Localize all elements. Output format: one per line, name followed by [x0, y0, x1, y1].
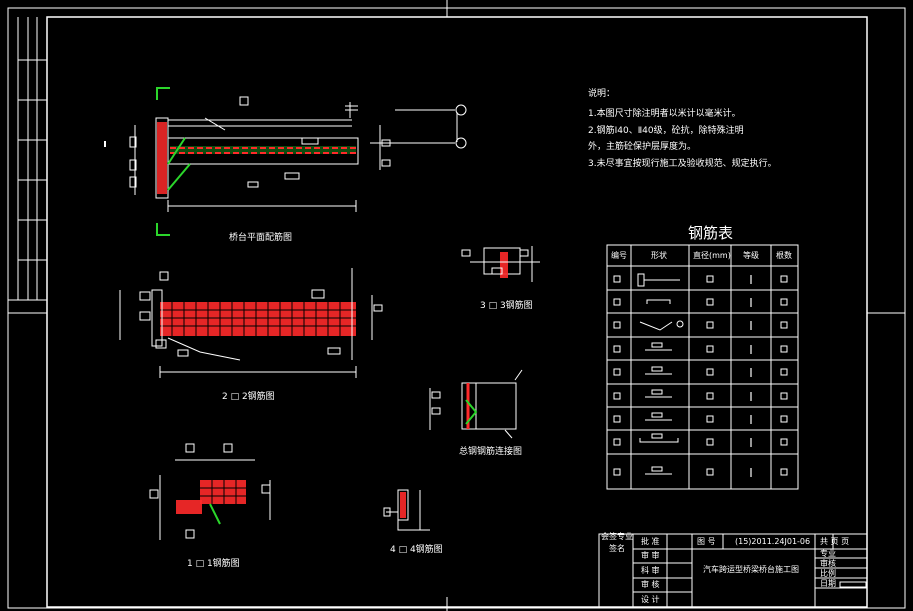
- title-block-sheet: 共 页 页: [820, 537, 850, 546]
- plan-view: [104, 87, 467, 236]
- caption-plan: 桥台平面配筋图: [229, 233, 293, 243]
- section-2-2: [119, 268, 383, 378]
- caption-connection-detail: 总钢钢筋连接图: [459, 447, 523, 457]
- section-3-3: [461, 246, 540, 282]
- title-block-drawing-title: 汽车跨运型桥梁桥台施工图: [703, 565, 799, 574]
- notes-line-2: 2.钢筋Ⅰ40、Ⅱ40级，砼抗，除特殊注明: [588, 126, 744, 136]
- left-signature-strip: [8, 17, 47, 301]
- title-block-design: 设 计: [641, 595, 660, 604]
- rebar-table: [606, 244, 799, 490]
- section-4-4: [383, 489, 430, 531]
- outer-frame: [7, 7, 906, 609]
- notes-line-4: 3.未尽事宜按现行施工及验收规范、规定执行。: [588, 159, 777, 169]
- rebar-table-header-shape: 形状: [651, 251, 667, 260]
- notes-heading: 说明：: [588, 89, 616, 99]
- title-block: [598, 533, 868, 608]
- title-block-side-label-2: 签名: [609, 544, 625, 553]
- title-block-check: 科 审: [641, 566, 660, 575]
- title-block-approve: 批 准: [641, 537, 660, 546]
- caption-section-2-2: 2 □ 2钢筋图: [222, 392, 275, 402]
- section-1-1: [149, 443, 271, 540]
- title-block-review: 审 审: [641, 551, 660, 560]
- rebar-table-header-grade: 等级: [743, 251, 759, 260]
- title-block-drawing-no-label: 图 号: [697, 537, 716, 546]
- rebar-table-header-count: 根数: [776, 251, 792, 260]
- rebar-table-header-no: 编号: [611, 251, 627, 260]
- title-block-scale: 比例: [820, 569, 836, 578]
- rebar-table-title: 钢筋表: [688, 224, 734, 242]
- notes-line-1: 1.本图尺寸除注明者以米计以毫米计。: [588, 109, 741, 119]
- title-block-verify: 审 核: [641, 580, 660, 589]
- title-block-date: 日期: [820, 579, 836, 588]
- title-block-side-label-1: 会签专业: [601, 532, 633, 541]
- caption-section-1-1: 1 □ 1钢筋图: [187, 559, 240, 569]
- caption-section-4-4: 4 □ 4钢筋图: [390, 545, 443, 555]
- drawing-border: [46, 16, 868, 608]
- connection-detail: [429, 369, 523, 439]
- notes-line-3: 外，主筋砼保护层厚度为。: [588, 142, 697, 152]
- title-block-drawing-no: (15)2011.24J01-06: [735, 537, 811, 546]
- title-block-review2: 审核: [820, 559, 836, 568]
- caption-section-3-3: 3 □ 3钢筋图: [480, 301, 533, 311]
- rebar-table-header-diameter: 直径(mm): [693, 251, 731, 260]
- title-block-specialty: 专业: [820, 549, 836, 558]
